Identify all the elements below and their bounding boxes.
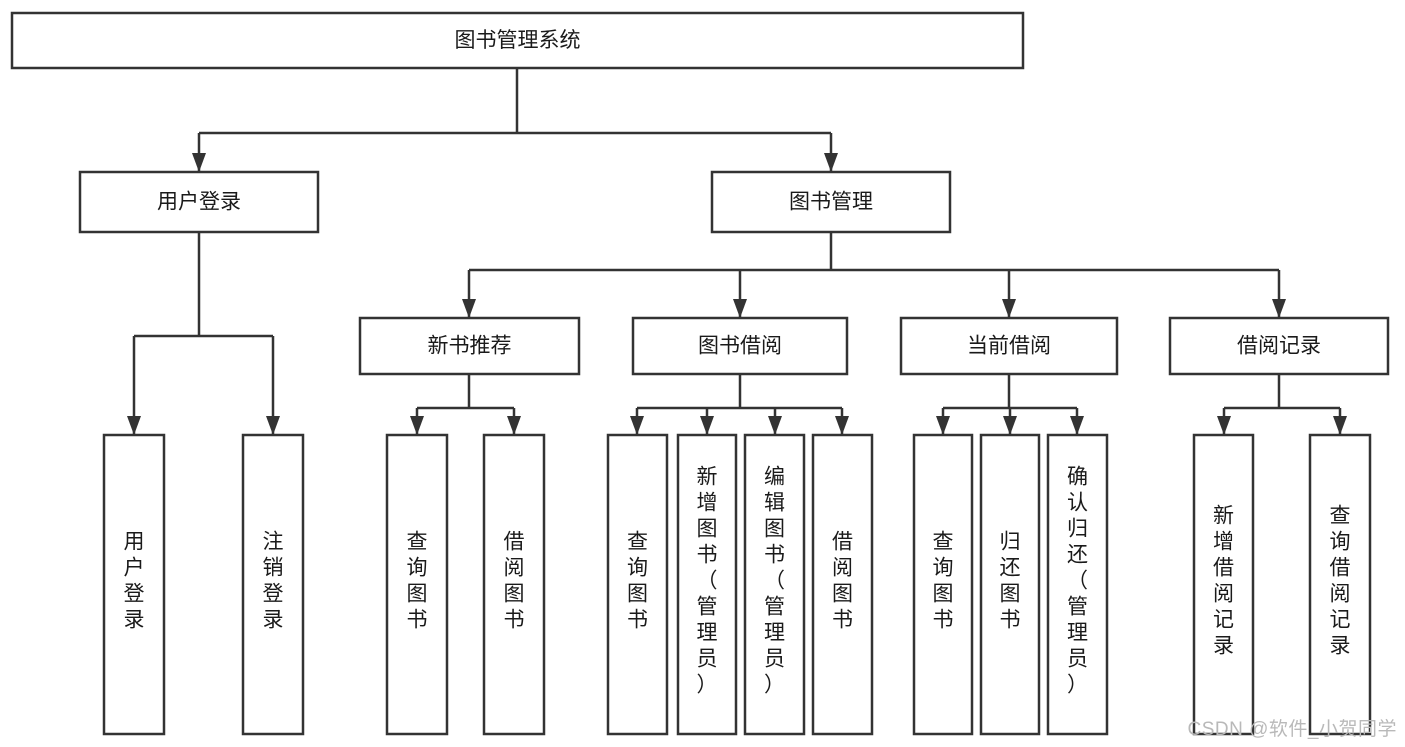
- leaf-node-leaf-query-book-3[interactable]: 查询图书: [912, 433, 974, 736]
- level2-node-label: 借阅记录: [1237, 335, 1321, 358]
- root-node-root[interactable]: 图书管理系统: [10, 11, 1025, 70]
- leaf-node-leaf-user-login[interactable]: 用户登录: [102, 433, 166, 736]
- leaf-node-rect: [676, 433, 738, 736]
- level2-1-to-leaves-arrow-1: [700, 416, 714, 435]
- level2-node-label: 图书借阅: [698, 335, 782, 358]
- node-layer: 图书管理系统用户登录图书管理新书推荐图书借阅当前借阅借阅记录用户登录注销登录查询…: [10, 11, 1390, 736]
- leaf-node-label: 查询图书: [933, 531, 954, 632]
- leaf-node-label: 编辑图书（管理员）: [764, 466, 785, 697]
- leaf-node-rect: [912, 433, 974, 736]
- level2-node-rect: [1168, 316, 1390, 376]
- leaf-node-rect: [606, 433, 669, 736]
- leaf-node-leaf-borrow-book-2[interactable]: 借阅图书: [811, 433, 874, 736]
- level2-2-to-leaves-arrow-2: [1070, 416, 1084, 435]
- leaf-node-label: 用户登录: [124, 531, 145, 632]
- leaf-node-leaf-borrow-book-1[interactable]: 借阅图书: [482, 433, 546, 736]
- level2-1-to-leaves-arrow-2: [768, 416, 782, 435]
- level1-node-label: 用户登录: [157, 191, 241, 214]
- level2-node-label: 新书推荐: [428, 335, 512, 358]
- level2-node-rect: [899, 316, 1119, 376]
- leaf-node-label: 注销登录: [263, 531, 284, 632]
- leaf-node-rect: [241, 433, 305, 736]
- leaf-node-label: 新增借阅记录: [1213, 505, 1234, 658]
- leaf-node-label: 确认归还（管理员）: [1067, 466, 1088, 697]
- connector-layer: [127, 68, 1347, 435]
- level2-3-to-leaves-arrow-0: [1217, 416, 1231, 435]
- level1-node-rect: [78, 170, 320, 234]
- book-manage-to-level2-arrow-1: [733, 299, 747, 318]
- book-manage-to-level2-arrow-3: [1272, 299, 1286, 318]
- leaf-node-rect: [385, 433, 449, 736]
- level1-node-label: 图书管理: [789, 191, 873, 214]
- level2-2-to-leaves-arrow-0: [936, 416, 950, 435]
- level2-node-new-book-recommend[interactable]: 新书推荐: [358, 316, 581, 376]
- leaf-node-leaf-add-record[interactable]: 新增借阅记录: [1192, 433, 1255, 736]
- leaf-node-label: 查询图书: [407, 531, 428, 632]
- book-manage-to-level2-arrow-2: [1002, 299, 1016, 318]
- leaf-node-leaf-edit-book[interactable]: 编辑图书（管理员）: [743, 433, 806, 736]
- level2-0-to-leaves-arrow-1: [507, 416, 521, 435]
- leaf-node-leaf-query-book-2[interactable]: 查询图书: [606, 433, 669, 736]
- leaf-node-leaf-user-logout[interactable]: 注销登录: [241, 433, 305, 736]
- root-node-rect: [10, 11, 1025, 70]
- level2-node-book-borrow[interactable]: 图书借阅: [631, 316, 849, 376]
- level1-node-user-login[interactable]: 用户登录: [78, 170, 320, 234]
- user-login-to-leaves-arrow-1: [266, 416, 280, 435]
- leaf-node-leaf-query-book-1[interactable]: 查询图书: [385, 433, 449, 736]
- leaf-node-label: 查询图书: [627, 531, 648, 632]
- level1-node-rect: [710, 170, 952, 234]
- level1-node-book-manage[interactable]: 图书管理: [710, 170, 952, 234]
- root-node-label: 图书管理系统: [455, 29, 581, 52]
- leaf-node-rect: [743, 433, 806, 736]
- leaf-node-rect: [1046, 433, 1109, 736]
- leaf-node-label: 查询借阅记录: [1330, 505, 1351, 658]
- leaf-node-label: 借阅图书: [504, 531, 525, 632]
- level2-0-to-leaves-arrow-0: [410, 416, 424, 435]
- leaf-node-leaf-confirm-return[interactable]: 确认归还（管理员）: [1046, 433, 1109, 736]
- leaf-node-rect: [811, 433, 874, 736]
- leaf-node-label: 新增图书（管理员）: [697, 466, 718, 697]
- user-login-to-leaves-arrow-0: [127, 416, 141, 435]
- root-to-level1-arrow-1: [824, 153, 838, 172]
- leaf-node-rect: [102, 433, 166, 736]
- level2-node-borrow-record[interactable]: 借阅记录: [1168, 316, 1390, 376]
- leaf-node-leaf-query-record[interactable]: 查询借阅记录: [1308, 433, 1372, 736]
- leaf-node-label: 借阅图书: [832, 531, 853, 632]
- leaf-node-rect: [1308, 433, 1372, 736]
- leaf-node-label: 归还图书: [1000, 531, 1021, 632]
- root-to-level1-arrow-0: [192, 153, 206, 172]
- level2-node-label: 当前借阅: [967, 335, 1051, 358]
- level2-node-rect: [358, 316, 581, 376]
- leaf-node-rect: [1192, 433, 1255, 736]
- level2-1-to-leaves-arrow-3: [835, 416, 849, 435]
- leaf-node-leaf-return-book[interactable]: 归还图书: [979, 433, 1041, 736]
- leaf-node-leaf-add-book[interactable]: 新增图书（管理员）: [676, 433, 738, 736]
- leaf-node-rect: [979, 433, 1041, 736]
- book-manage-to-level2-arrow-0: [462, 299, 476, 318]
- level2-3-to-leaves-arrow-1: [1333, 416, 1347, 435]
- leaf-node-rect: [482, 433, 546, 736]
- level2-1-to-leaves-arrow-0: [630, 416, 644, 435]
- level2-node-current-borrow[interactable]: 当前借阅: [899, 316, 1119, 376]
- level2-node-rect: [631, 316, 849, 376]
- level2-2-to-leaves-arrow-1: [1003, 416, 1017, 435]
